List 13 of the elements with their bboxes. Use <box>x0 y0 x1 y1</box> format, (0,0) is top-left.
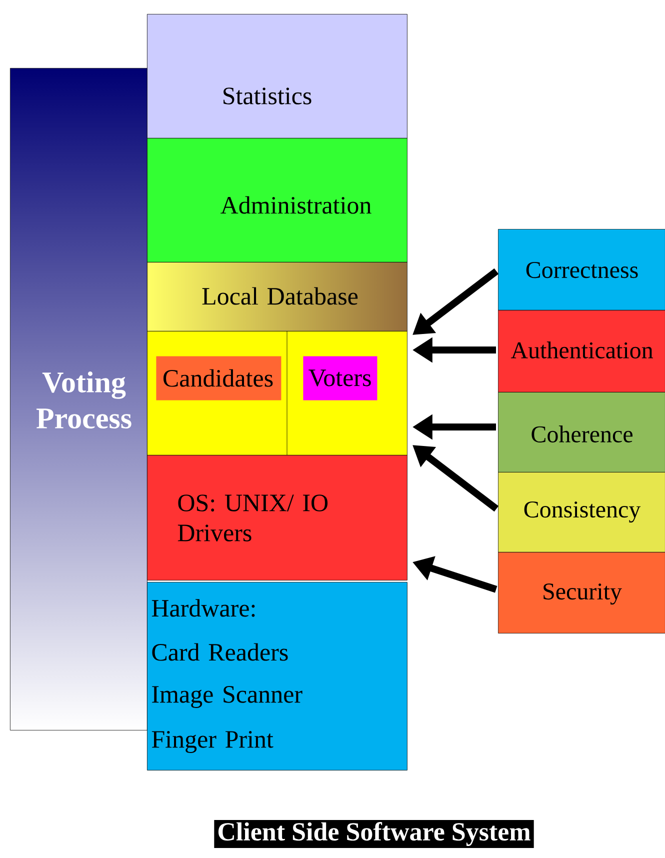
layer-box: Hardware: Card Readers Image Scanner Finger Print <box>147 582 408 770</box>
property-box: Authentication <box>498 310 665 392</box>
property-box: Security <box>498 552 665 634</box>
label-box: Voters <box>303 356 378 400</box>
property-box: Consistency <box>498 472 665 552</box>
label-box: Candidates <box>156 356 282 400</box>
layer-box: Local Database <box>147 262 408 332</box>
layer-box: Administration <box>147 138 408 262</box>
caption: Client Side Software System <box>214 820 534 848</box>
layer-box: OS: UNIX/ IO Drivers <box>147 455 408 580</box>
layer-box: Statistics <box>147 14 408 138</box>
property-box: Coherence <box>498 392 665 472</box>
property-box: Correctness <box>498 229 665 310</box>
